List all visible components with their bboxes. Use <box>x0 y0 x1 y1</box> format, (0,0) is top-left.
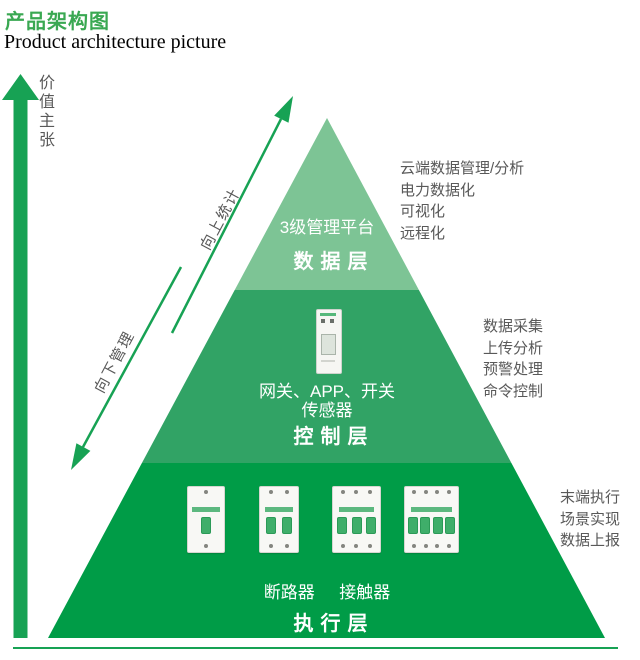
annotation-line: 数据上报 <box>560 532 621 549</box>
breaker-screws <box>408 490 455 494</box>
page-title: 产品架构图 <box>5 11 110 33</box>
upward-statistics-arrow-icon <box>170 96 293 334</box>
contactor-label: 接触器 <box>339 583 391 602</box>
circuit-breaker-1pole-image <box>187 486 225 553</box>
breaker-toggles <box>405 517 458 534</box>
annotation-line: 场景实现 <box>560 510 621 528</box>
annotation-line: 上传分析 <box>483 339 544 357</box>
control-layer-annotation: 数据采集 上传分析 预警处理 命令控制 <box>483 316 543 402</box>
value-axis-arrow-icon <box>2 74 39 638</box>
pyramid-layer-control <box>141 290 512 463</box>
data-layer-name: 数据层 <box>293 251 375 273</box>
gateway-device-image <box>316 309 342 374</box>
breaker-screws <box>336 544 377 548</box>
gateway-indicator-dots <box>321 319 335 323</box>
breaker-toggles <box>260 517 298 534</box>
breaker-toggles <box>333 517 380 534</box>
breaker-screws <box>336 490 377 494</box>
gateway-terminal-line <box>321 360 335 362</box>
annotation-line: 云端数据管理/分析 <box>400 160 525 177</box>
annotation-line: 末端执行 <box>560 489 621 506</box>
control-layer-caption-line1: 网关、APP、开关 <box>258 382 396 401</box>
breaker-screws <box>263 490 295 494</box>
breaker-label-strip <box>192 507 220 512</box>
annotation-line: 预警处理 <box>483 361 544 378</box>
circuit-breaker-2pole-image <box>259 486 299 553</box>
gateway-screen <box>321 334 336 355</box>
breaker-screws <box>408 544 455 548</box>
downward-management-arrow-icon <box>71 266 183 470</box>
annotation-line: 数据采集 <box>483 318 544 335</box>
breaker-label-strip <box>411 507 452 512</box>
execution-layer-annotation: 末端执行 场景实现 数据上报 <box>560 487 620 552</box>
pyramid-layer-data <box>234 118 419 290</box>
circuit-breaker-3pole-image <box>332 486 381 553</box>
breaker-label-strip <box>264 507 294 512</box>
breaker-screws <box>263 544 295 548</box>
annotation-line: 远程化 <box>400 224 446 242</box>
annotation-line: 命令控制 <box>483 382 544 400</box>
bottom-rule <box>13 647 618 649</box>
breaker-screws <box>191 490 221 494</box>
control-layer-caption-line2: 传感器 <box>301 401 353 420</box>
execution-layer-caption: 断路器 接触器 <box>227 578 427 603</box>
breaker-label: 断路器 <box>263 583 315 602</box>
value-axis-label: 价值主张 <box>36 74 53 150</box>
breaker-screws <box>191 544 221 548</box>
control-layer-name: 控制层 <box>293 426 375 448</box>
gateway-label-strip <box>320 313 336 316</box>
breaker-label-strip <box>338 507 375 512</box>
annotation-line: 可视化 <box>400 203 446 220</box>
page-subtitle: Product architecture picture <box>4 31 227 53</box>
data-layer-caption: 3级管理平台 <box>279 218 375 237</box>
data-layer-annotation: 云端数据管理/分析 电力数据化 可视化 远程化 <box>400 158 524 244</box>
annotation-line: 电力数据化 <box>400 181 476 199</box>
execution-layer-name: 执行层 <box>293 613 375 635</box>
breaker-toggles <box>188 517 224 534</box>
circuit-breaker-4pole-image <box>404 486 459 553</box>
